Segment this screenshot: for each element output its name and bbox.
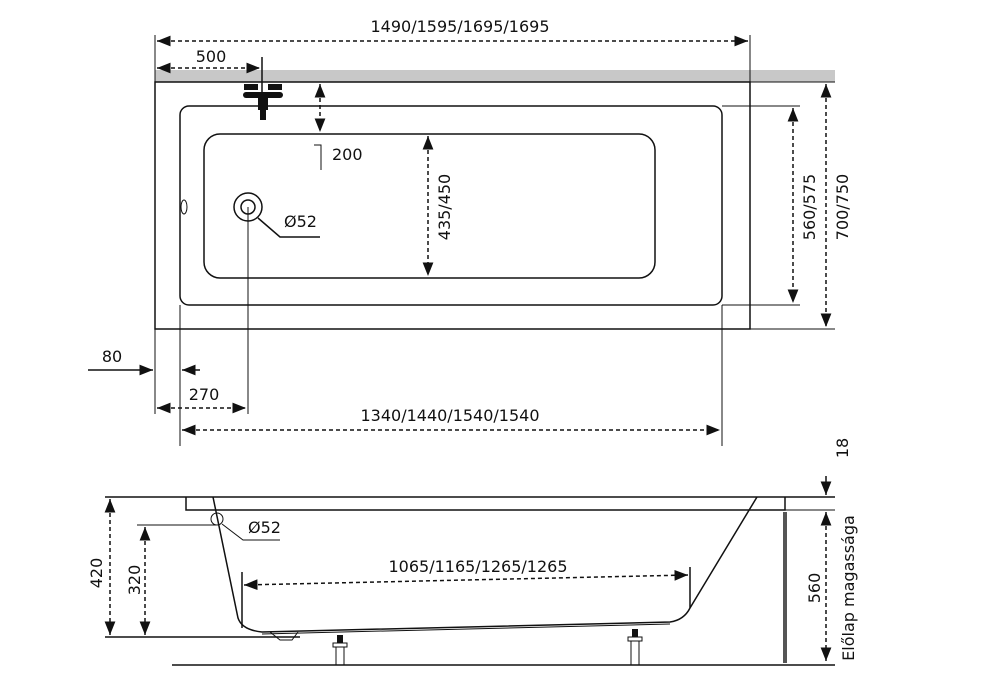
rim-thickness-label: 18 (833, 438, 852, 458)
panel-height-caption: Előlap magassága (839, 515, 858, 661)
side-view: 420 320 Ø52 1065/1165/1265/1265 18 560 E… (87, 438, 858, 666)
wall-strip (155, 70, 835, 82)
overflow-icon (180, 199, 188, 215)
overall-width-label: 700/750 (833, 174, 852, 240)
tub-basin (203, 133, 656, 279)
basin-width-label: 435/450 (435, 174, 454, 240)
leg-icon (332, 635, 348, 666)
top-view: 1490/1595/1695/1695 500 200 Ø52 435/450 … (88, 17, 852, 446)
drain-diameter-label: Ø52 (284, 212, 317, 231)
drain-icon (233, 192, 263, 222)
edge-offset-label: 80 (102, 347, 122, 366)
front-panel (783, 512, 787, 663)
faucet-offset-label: 500 (196, 47, 227, 66)
drain-offset-label: 270 (189, 385, 220, 404)
overflow-diameter-label: Ø52 (248, 518, 281, 537)
leg-icon (627, 629, 643, 666)
faucet-icon (243, 57, 283, 120)
tub-rim (179, 105, 723, 306)
overflow-height-label: 320 (125, 565, 144, 596)
rim-width-label: 560/575 (800, 174, 819, 240)
inner-length-label: 1340/1440/1540/1540 (360, 406, 539, 425)
overall-length-label: 1490/1595/1695/1695 (370, 17, 549, 36)
panel-height-label: 560 (805, 573, 824, 604)
tub-outline (154, 81, 751, 330)
faucet-depth-label: 200 (332, 145, 363, 164)
total-height-label: 420 (87, 558, 106, 589)
overflow-icon (210, 512, 224, 526)
bottom-length-label: 1065/1165/1265/1265 (388, 557, 567, 576)
tub-profile (212, 496, 758, 633)
